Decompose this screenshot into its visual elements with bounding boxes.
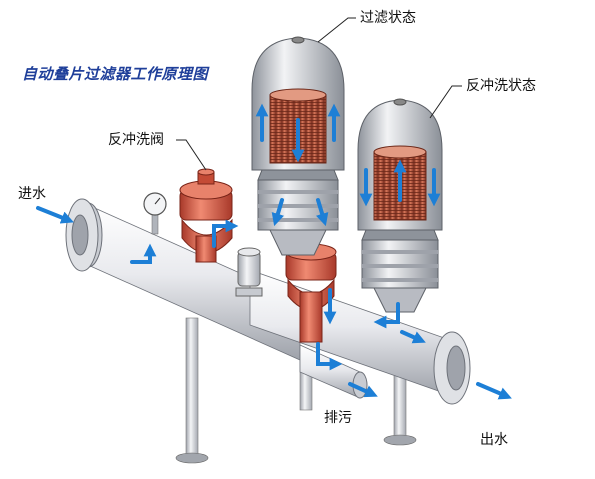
filter-right-arrow-bottom — [373, 302, 400, 329]
label-outlet: 出水 — [480, 432, 508, 448]
label-inlet: 进水 — [18, 186, 46, 202]
drain-arrow — [348, 382, 378, 398]
inlet-arrow — [36, 206, 74, 224]
filter-left-arrow-bottom-r — [316, 198, 329, 227]
label-backwash-valve: 反冲洗阀 — [108, 132, 164, 148]
backwash-valve-left — [179, 168, 233, 263]
drain-path-arrow — [316, 342, 343, 371]
outlet-path-arrow — [400, 330, 426, 344]
inlet-manifold-pipe — [65, 198, 301, 361]
leader-backwash-valve — [176, 139, 207, 171]
filter-unit-backwash — [357, 98, 443, 313]
pressure-gauge — [143, 192, 167, 235]
inlet-path-arrow — [130, 243, 157, 264]
diagram-title: 自动叠片过滤器工作原理图 — [22, 65, 209, 83]
outlet-arrow — [476, 382, 512, 400]
leader-backwash-state — [429, 85, 462, 119]
pilot-valve — [235, 247, 263, 297]
leader-filter-state — [317, 17, 356, 43]
leader-lines — [176, 17, 462, 171]
filter-left-arrow-bottom-l — [271, 198, 284, 227]
label-drain: 排污 — [324, 410, 352, 426]
label-filter-state: 过滤状态 — [360, 10, 416, 26]
label-backwash-state: 反冲洗状态 — [466, 78, 536, 94]
flow-arrows — [36, 103, 512, 400]
valve-left-arrow — [212, 219, 239, 248]
